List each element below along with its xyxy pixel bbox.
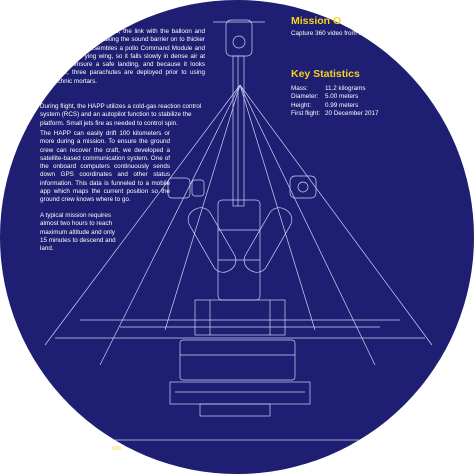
stat-label: Diameter:: [291, 93, 319, 101]
stat-value: 5.00 meters: [325, 93, 359, 101]
drift-paragraph: The HAPP can easily drift 100 kilometers…: [40, 130, 170, 204]
right-camera: [289, 175, 317, 199]
platform-deck: [194, 299, 286, 336]
guy-line: [239, 84, 376, 366]
guy-line: [99, 84, 241, 366]
intro-paragraph: weather balloon. At apogee, the link wit…: [40, 28, 205, 85]
mission-time-paragraph: A typical mission requires almost two ho…: [40, 212, 116, 253]
left-tank: [187, 207, 237, 273]
key-statistics-list: Mass: 11.2 kilograms Diameter: 5.00 mete…: [291, 85, 379, 118]
camera-lens: [232, 35, 246, 49]
stat-label: First flight:: [291, 109, 321, 117]
stat-value: 11.2 kilograms: [325, 85, 366, 92]
stat-label: Mass:: [291, 85, 308, 92]
stat-row-first-flight: First flight: 20 December 2017: [291, 110, 379, 118]
stat-row-mass: Mass: 11.2 kilograms: [291, 85, 379, 93]
mission-heading: Mission O: [291, 15, 342, 27]
guy-line: [44, 84, 241, 346]
key-statistics-heading: Key Statistics: [291, 68, 360, 80]
left-camera: [167, 177, 191, 199]
stat-row-diameter: Diameter: 5.00 meters: [291, 93, 379, 101]
mission-description: Capture 360 video from ext 100,000 ft us…: [291, 30, 461, 37]
right-tank: [243, 207, 293, 273]
lower-housing: [179, 339, 296, 381]
footer-url-fragment: om: [112, 445, 121, 452]
central-mast: [232, 55, 245, 207]
central-hub: [217, 199, 261, 301]
left-camera-small: [191, 179, 205, 197]
guy-line: [239, 84, 433, 346]
stat-value: 0.99 meters: [325, 101, 359, 109]
stat-value: 20 December 2017: [325, 109, 379, 117]
bottom-fitting: [199, 403, 271, 417]
stat-row-height: Height: 0.99 meters: [291, 102, 379, 110]
camera-housing: [225, 19, 253, 57]
control-paragraph: During flight, the HAPP utilizes a cold-…: [40, 103, 202, 127]
base-plate: [169, 381, 311, 405]
stat-label: Height:: [291, 101, 311, 109]
